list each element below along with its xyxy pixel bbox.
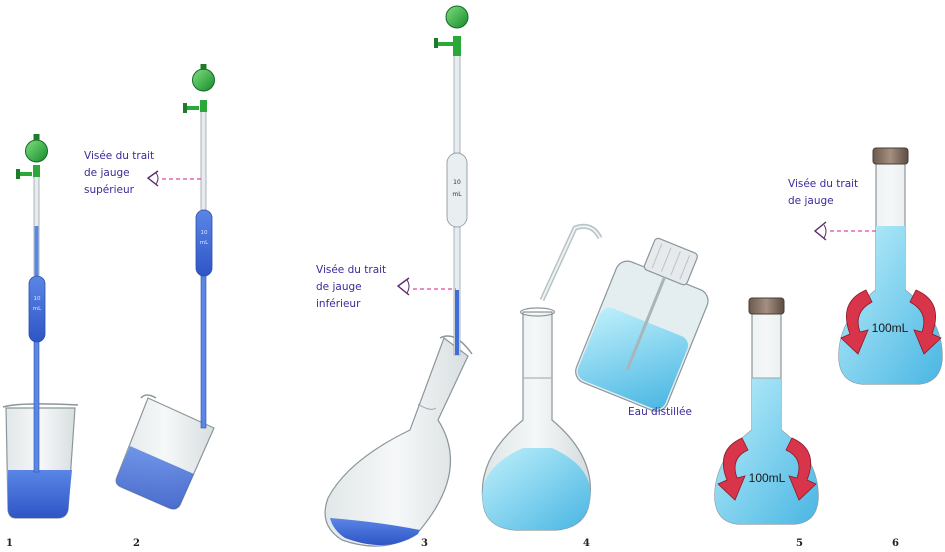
step6-sight-eye [813,221,827,241]
step6-flask-volume: 100mL [872,321,909,335]
step-number-6: 6 [892,538,899,549]
step3-pipette [434,5,469,356]
label-sight-mark: Visée du trait de jauge [788,178,859,207]
step3-flask [324,335,473,547]
label-sight-upper: Visée du trait de jauge supérieur [84,150,155,196]
step4-wash-bottle [539,223,709,412]
step2-pipette [183,64,215,429]
step5-rotation-arrows [717,437,817,501]
step5-flask [714,297,819,525]
step5-flask-volume: 100mL [749,471,786,485]
step3-pipette-volume: 10 [453,179,461,186]
step3-sight-eye [396,277,410,296]
step-number-3: 3 [421,538,428,549]
step2-pipette-volume: 10 [201,230,208,236]
step1-beaker [2,403,79,519]
step-number-2: 2 [133,538,140,549]
step3-pipette-unit: mL [452,191,462,198]
label-sight-lower: Visée du trait de jauge inférieur [316,264,387,310]
step6-rotation-arrows [840,289,942,355]
step2-pipette-unit: mL [200,240,209,246]
step-number-5: 5 [796,538,803,549]
step1-pipette-volume: 10 [34,296,41,302]
step2-beaker [115,394,215,510]
step-number-4: 4 [583,538,590,549]
step2-sight-eye [146,170,159,187]
step-number-1: 1 [6,538,13,549]
step1-pipette-unit: mL [33,306,42,312]
step4-flask [481,307,591,531]
step1-pipette [16,134,48,473]
label-distilled-water: Eau distillée [628,406,692,418]
